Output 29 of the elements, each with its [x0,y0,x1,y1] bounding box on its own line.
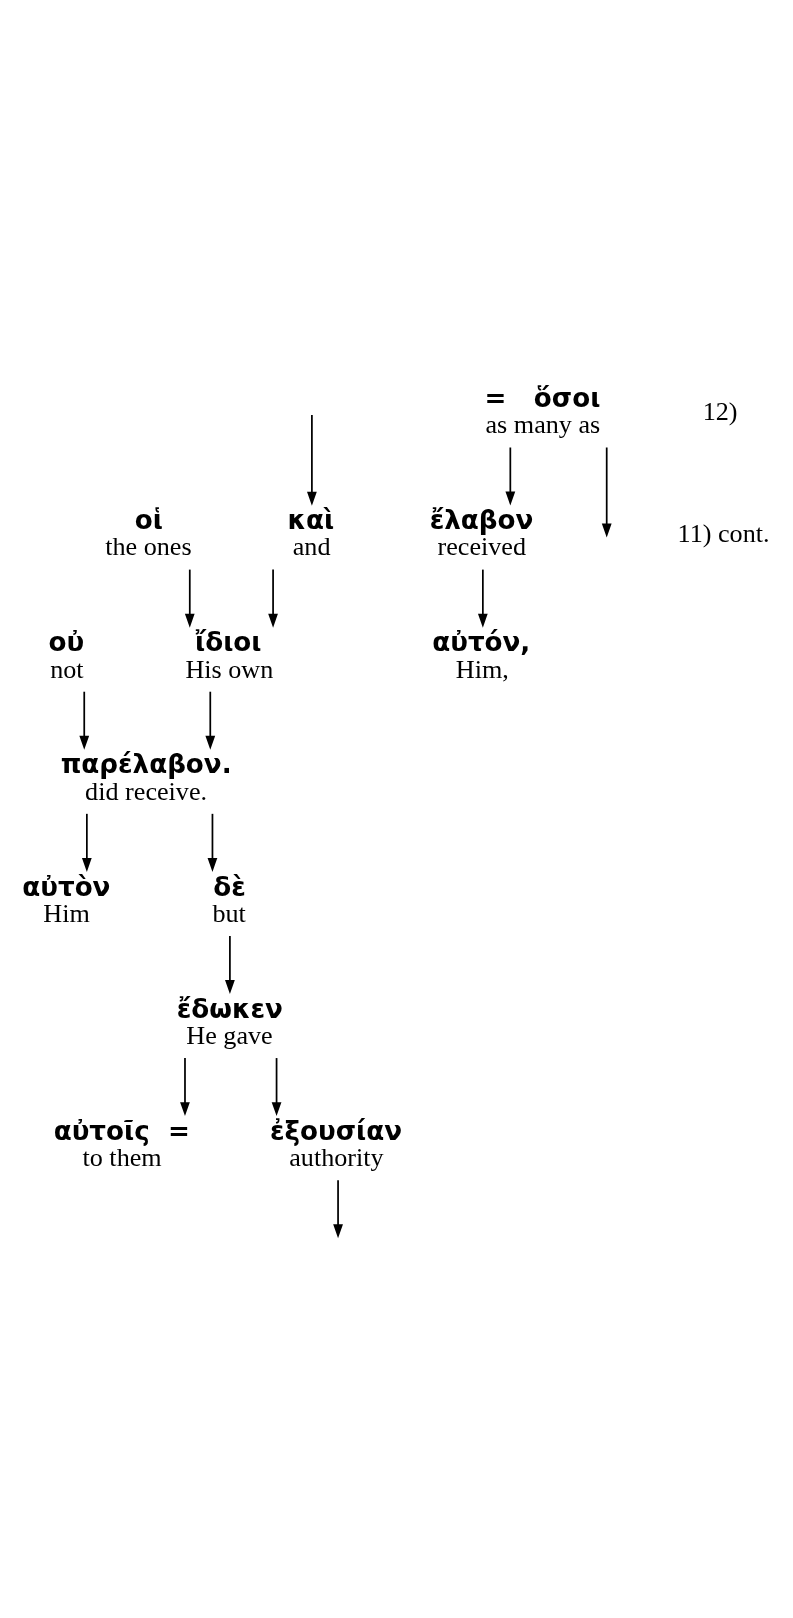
arrow [207,812,218,872]
node-text: δὲ but [212,871,246,928]
node-text: καὶ and [287,505,335,562]
node-text: αὐτόν, Him, [432,627,531,684]
node-text: ἔλαβον received [429,505,534,562]
arrow [81,812,92,872]
node-text: αὐτὸν Him [22,871,111,928]
label: 12) [702,397,738,427]
arrow [307,414,317,506]
node-text: οὐ not [48,627,85,684]
arrow [601,446,612,538]
arrow [271,1057,282,1117]
label: 11) cont. [677,519,770,549]
arrow [79,690,90,750]
node-text: ἔδωκεν He gave [176,993,283,1050]
arrow [225,935,235,994]
node-text: αὐτοῖς = to them [53,1115,190,1172]
arrow [205,690,216,750]
node-text: ἴδιοι His own [185,627,274,684]
node-text: ἐξουσίαν authority [270,1115,403,1172]
arrow [477,568,488,628]
node-text: οἱ the ones [105,505,192,562]
node-text: = ὅσοι as many as [484,383,601,440]
arrow [180,1057,190,1117]
arrow [184,568,195,628]
arrow [505,446,516,506]
arrow [333,1179,343,1239]
arrow [268,568,278,628]
node-text: παρέλαβον. did receive. [60,749,232,806]
